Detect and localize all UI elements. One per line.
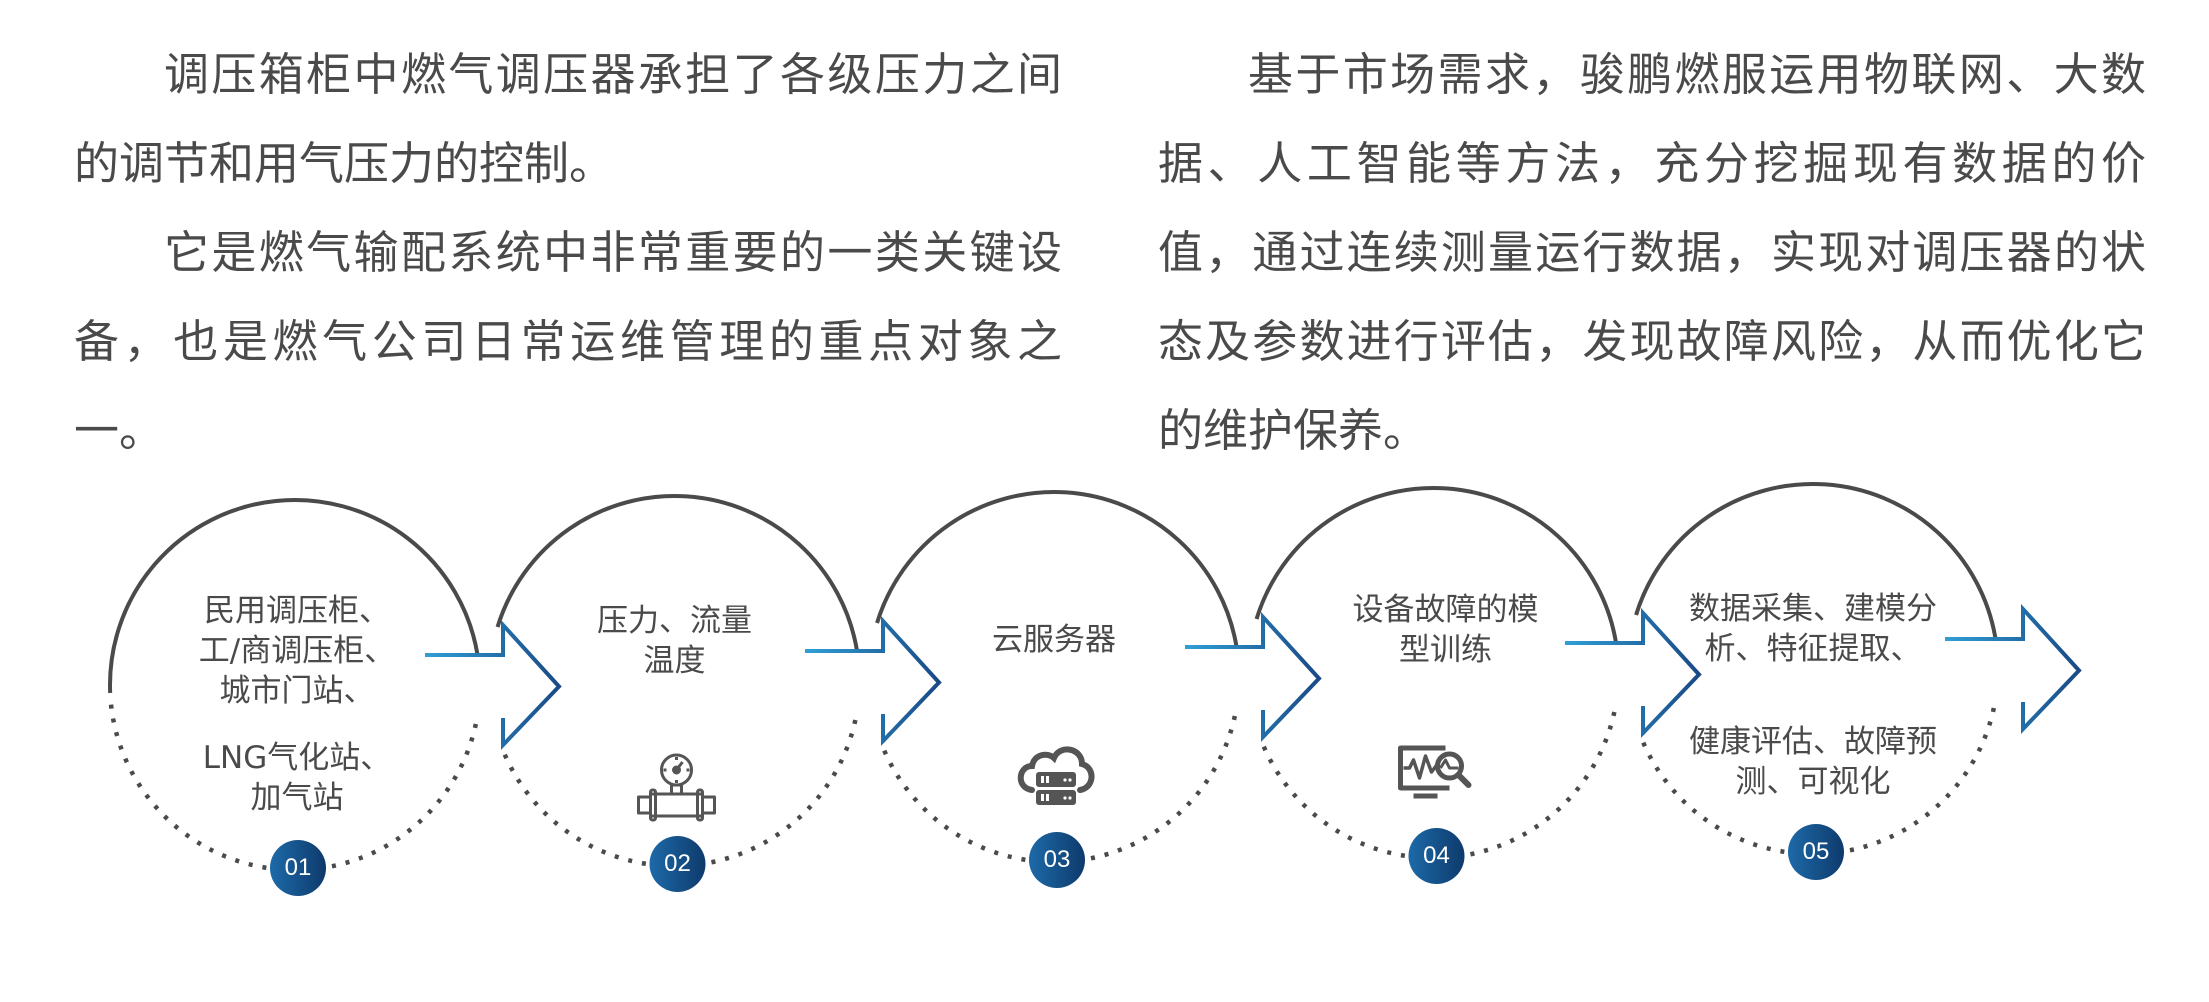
- step-number: 05: [1802, 838, 1830, 865]
- step-number: 04: [1423, 842, 1450, 869]
- step-upper-text: 压力、流量 温度: [597, 603, 752, 679]
- step-number-badge: [649, 836, 706, 892]
- step-arrow: [1565, 607, 1702, 738]
- step-arc-solid: [108, 498, 480, 694]
- step-number: 03: [1043, 846, 1071, 873]
- step-arrow: [1185, 611, 1322, 742]
- step-arc-solid: [1634, 482, 1998, 640]
- badge-circle: [1408, 828, 1465, 884]
- step-arrow: [425, 619, 562, 750]
- step-arc-dotted: [501, 719, 858, 869]
- step-arc-dotted: [1260, 711, 1617, 861]
- badge-circle: [649, 836, 706, 892]
- step-arrow: [1945, 603, 2082, 734]
- step-number-badge: [1788, 824, 1844, 880]
- step-number-badge: [1408, 828, 1465, 884]
- intro-left-text: 调压箱柜中燃气调压器承担了各级压力之间的调节和用气压力的控制。 它是燃气输配系统…: [74, 30, 1062, 475]
- step-lower-text: 健康评估、故障预 测、可视化: [1689, 724, 1937, 800]
- intro-paragraph: 它是燃气输配系统中非常重要的一类关键设备，也是燃气公司日常运维管理的重点对象之一…: [74, 226, 1062, 457]
- intro-paragraph: 基于市场需求，骏鹏燃服运用物联网、大数据、人工智能等方法，充分挖掘现有数据的价值…: [1158, 48, 2146, 457]
- step-arc-solid: [875, 490, 1239, 648]
- monitor-analysis-icon: [1398, 745, 1472, 799]
- step-number-badge: [270, 840, 326, 896]
- intro-right-text: 基于市场需求，骏鹏燃服运用物联网、大数据、人工智能等方法，充分挖掘现有数据的价值…: [1158, 30, 2146, 475]
- step-arc-dotted: [880, 715, 1238, 865]
- step-upper-text: 民用调压柜、 工/商调压柜、 城市门站、: [198, 593, 396, 709]
- step-arc-dotted: [1639, 707, 1997, 857]
- intro-paragraph: 调压箱柜中燃气调压器承担了各级压力之间的调节和用气压力的控制。: [74, 48, 1062, 190]
- step-arrow: [805, 615, 942, 746]
- step-lower-text: LNG气化站、 加气站: [202, 740, 392, 816]
- badge-circle: [1788, 824, 1844, 880]
- step-arc-solid: [1254, 486, 1619, 644]
- cloud-server-icon: [1017, 746, 1095, 805]
- step-number: 02: [664, 850, 691, 877]
- step-number-badge: [1029, 832, 1085, 888]
- step-upper-text: 设备故障的模 型训练: [1352, 592, 1539, 668]
- step-number: 01: [284, 854, 312, 881]
- badge-circle: [1029, 832, 1085, 888]
- pressure-gauge-pipe-icon: [637, 753, 716, 822]
- badge-circle: [270, 840, 326, 896]
- step-upper-text: 数据采集、建模分 析、特征提取、: [1689, 591, 1937, 667]
- step-upper-text: 云服务器: [992, 622, 1116, 658]
- step-arc-solid: [495, 494, 860, 652]
